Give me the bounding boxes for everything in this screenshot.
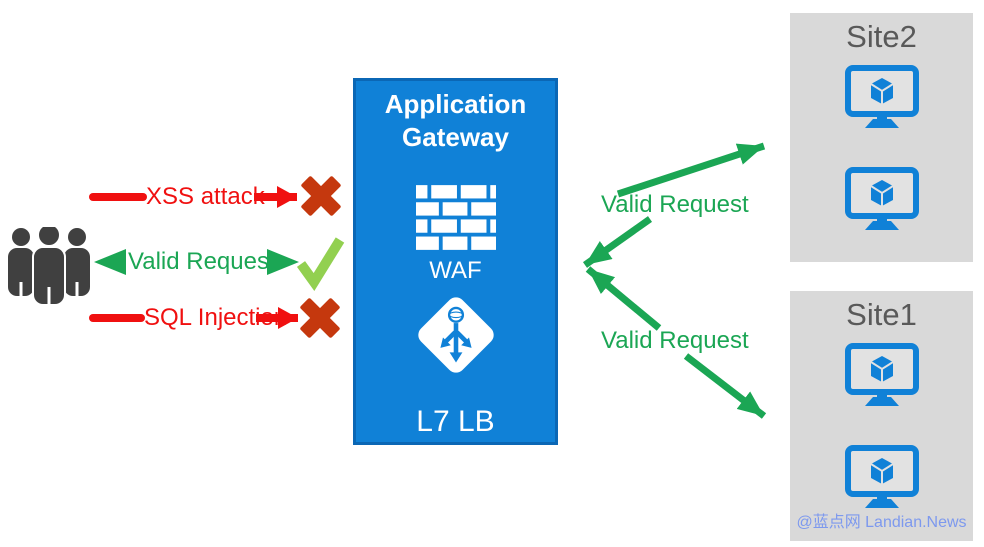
server-monitor-icon: [844, 445, 919, 508]
l7-lb-label: L7 LB: [416, 405, 495, 438]
load-balancer-icon: [417, 297, 494, 373]
flow-label-sql-injection: SQL Injection: [144, 304, 288, 331]
site1-title: Site1: [846, 297, 917, 332]
valid-request-two-way-arrow: [94, 249, 299, 275]
site2-title: Site2: [846, 19, 917, 54]
arrow-return-lower: [585, 266, 662, 331]
watermark-text: @蓝点网 Landian.News: [796, 514, 967, 531]
route-label-valid-request-site2: Valid Request: [601, 191, 749, 218]
cross-icon: [300, 298, 340, 338]
flow-label-valid-request: Valid Request: [128, 248, 276, 275]
server-monitor-icon: [844, 167, 919, 230]
site1-box: Site1 @蓝点网 Landian.News: [790, 291, 973, 541]
check-icon: [296, 237, 345, 291]
flow-label-xss-attack: XSS attack: [146, 183, 265, 210]
cross-icon: [301, 176, 341, 216]
arrow-to-site1: [683, 353, 767, 419]
application-gateway-box: Application Gateway WAF: [353, 78, 558, 445]
waf-label: WAF: [429, 257, 482, 284]
arrow-to-site2: [616, 142, 766, 198]
firewall-brick-icon: [415, 185, 496, 250]
valid-request-arrows: [582, 142, 767, 419]
server-monitor-icon: [844, 343, 919, 406]
server-monitor-icon: [844, 65, 919, 128]
gateway-title-line1: Application: [384, 89, 527, 119]
gateway-title-line2: Gateway: [402, 122, 509, 152]
site2-box: Site2: [790, 13, 973, 262]
route-label-valid-request-site1: Valid Request: [601, 327, 749, 354]
users-group-icon: [8, 227, 90, 306]
arrow-return-upper: [582, 216, 653, 268]
